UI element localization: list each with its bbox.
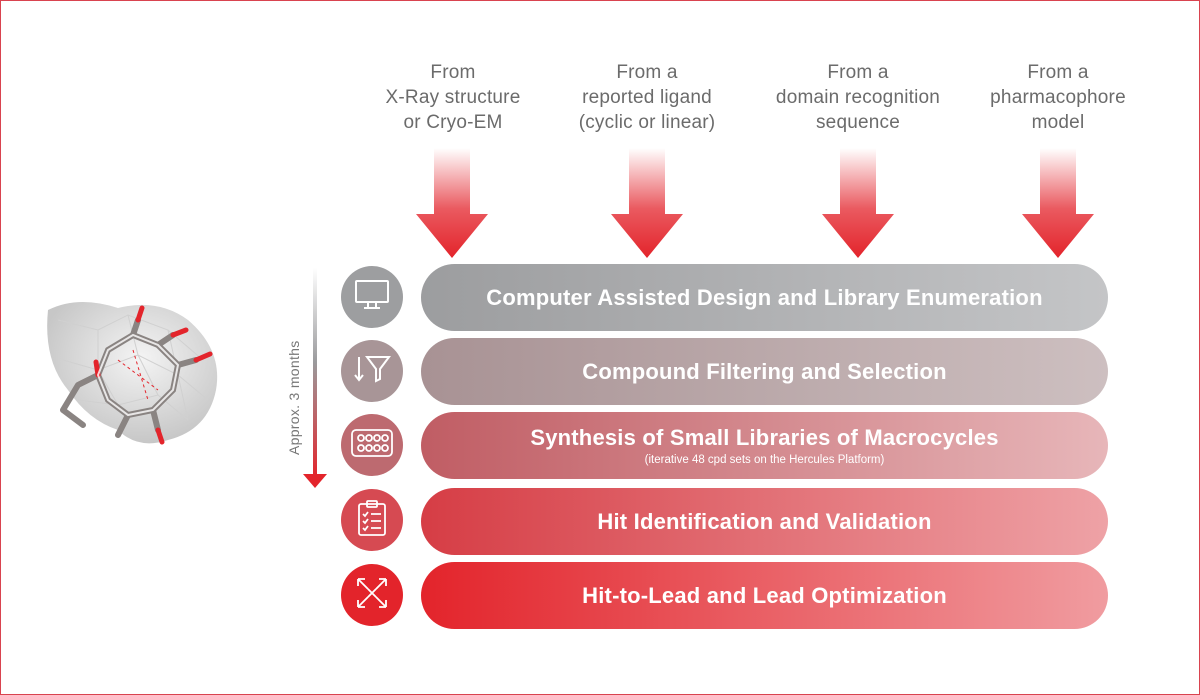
step-icon-circle [341, 564, 403, 626]
source-line: From a [616, 62, 678, 83]
funnel-filter-icon [353, 353, 391, 390]
step-icon-circle [341, 414, 403, 476]
clipboard-checklist-icon [357, 499, 387, 542]
source-line: reported ligand [582, 87, 712, 108]
step-title: Compound Filtering and Selection [582, 358, 947, 384]
optimize-arrows-icon [355, 576, 389, 615]
down-arrow-icon [416, 148, 488, 258]
step-icon-circle [341, 340, 403, 402]
step-subtitle: (iterative 48 cpd sets on the Hercules P… [644, 454, 885, 466]
down-arrow-icon [1022, 148, 1094, 258]
step-bar-hit-identification: Hit Identification and Validation [421, 488, 1108, 555]
source-line: (cyclic or linear) [578, 112, 716, 133]
source-line: From a [1027, 62, 1089, 83]
down-arrow-icon [822, 148, 894, 258]
step-icon-circle [341, 489, 403, 551]
source-line: or Cryo-EM [403, 112, 503, 133]
step-bar-design: Computer Assisted Design and Library Enu… [421, 264, 1108, 331]
source-label-ligand: From a reported ligand (cyclic or linear… [537, 60, 757, 135]
step-bar-filtering: Compound Filtering and Selection [421, 338, 1108, 405]
source-label-xray: From X-Ray structure or Cryo-EM [343, 60, 563, 135]
source-line: From [430, 62, 476, 83]
step-title: Hit-to-Lead and Lead Optimization [582, 582, 947, 608]
step-title: Hit Identification and Validation [597, 508, 932, 534]
timeline-bar [313, 268, 317, 478]
timeline-label: Approx. 3 months [286, 340, 302, 455]
source-label-pharmacophore: From a pharmacophore model [948, 60, 1168, 135]
source-line: domain recognition [775, 87, 941, 108]
well-plate-icon [351, 428, 393, 462]
computer-monitor-icon [354, 279, 390, 316]
step-icon-circle [341, 266, 403, 328]
source-line: X-Ray structure [385, 87, 521, 108]
step-title: Synthesis of Small Libraries of Macrocyc… [530, 425, 999, 450]
source-line: pharmacophore [990, 87, 1126, 108]
source-line: model [1031, 112, 1085, 133]
source-line: From a [827, 62, 889, 83]
source-line: sequence [815, 112, 900, 133]
step-bar-lead-optimization: Hit-to-Lead and Lead Optimization [421, 562, 1108, 629]
macrocycle-molecule-illustration [38, 290, 228, 465]
source-label-domain: From a domain recognition sequence [748, 60, 968, 135]
step-bar-synthesis: Synthesis of Small Libraries of Macrocyc… [421, 412, 1108, 479]
step-title: Computer Assisted Design and Library Enu… [486, 284, 1043, 310]
timeline-arrow-icon [303, 474, 327, 493]
down-arrow-icon [611, 148, 683, 258]
